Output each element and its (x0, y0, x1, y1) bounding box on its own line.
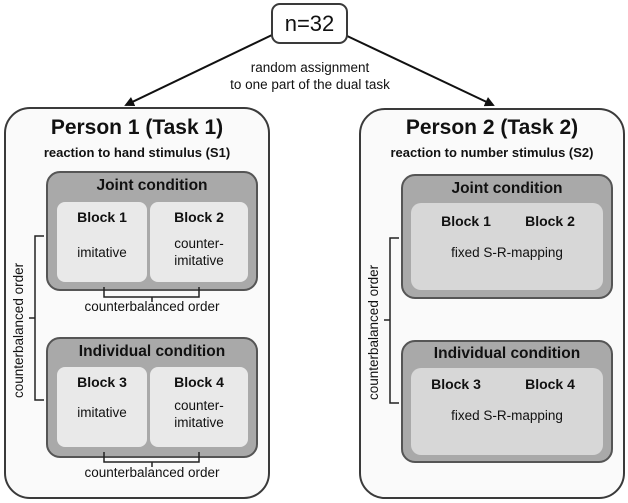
person1-individual-order-label: counterbalanced order (84, 465, 220, 480)
person1-subtitle: reaction to hand stimulus (S1) (43, 145, 231, 160)
person2-side-order-label: counterbalanced order (366, 264, 381, 400)
person2-individual-blocks (411, 368, 603, 455)
person1-block2-text-line1: counter- (174, 236, 224, 251)
person2-joint-title: Joint condition (451, 180, 563, 197)
person1-block2-text-line2: imitative (174, 253, 224, 268)
person2-block4-title: Block 4 (525, 376, 575, 392)
person1-block1 (57, 202, 147, 282)
person1-joint-order-label: counterbalanced order (84, 299, 220, 314)
person2-individual-mapping: fixed S-R-mapping (451, 408, 563, 423)
assignment-label-line1: random assignment (250, 60, 370, 75)
person2-block3-title: Block 3 (431, 376, 481, 392)
arrow-to-person2 (344, 34, 495, 107)
person1-block1-title: Block 1 (77, 209, 127, 225)
person1-block4-text-line2: imitative (174, 415, 224, 430)
person1-title: Person 1 (Task 1) (50, 116, 224, 139)
person2-block2-title: Block 2 (525, 213, 575, 229)
person2-subtitle: reaction to number stimulus (S2) (390, 145, 594, 160)
person1-block2 (150, 202, 248, 282)
person1-block4 (150, 367, 248, 447)
person1-block4-title: Block 4 (174, 374, 224, 390)
person1-block3-title: Block 3 (77, 374, 127, 390)
person1-block4-text-line1: counter- (174, 398, 224, 413)
person1-block1-text: imitative (77, 245, 127, 260)
sample-size-box: n=32 (271, 3, 348, 44)
person2-individual-title: Individual condition (433, 345, 581, 362)
assignment-label-line2: to one part of the dual task (230, 77, 390, 92)
person1-joint-title: Joint condition (96, 177, 208, 194)
person2-block1-title: Block 1 (441, 213, 491, 229)
person1-block3 (57, 367, 147, 447)
sample-size-label: n=32 (284, 10, 335, 36)
person1-block3-text: imitative (77, 405, 127, 420)
person2-title: Person 2 (Task 2) (405, 116, 579, 139)
person2-joint-mapping: fixed S-R-mapping (451, 245, 563, 260)
person1-individual-title: Individual condition (78, 343, 226, 360)
person2-joint-blocks (411, 203, 603, 290)
arrow-to-person1 (124, 34, 273, 107)
person1-block2-title: Block 2 (174, 209, 224, 225)
